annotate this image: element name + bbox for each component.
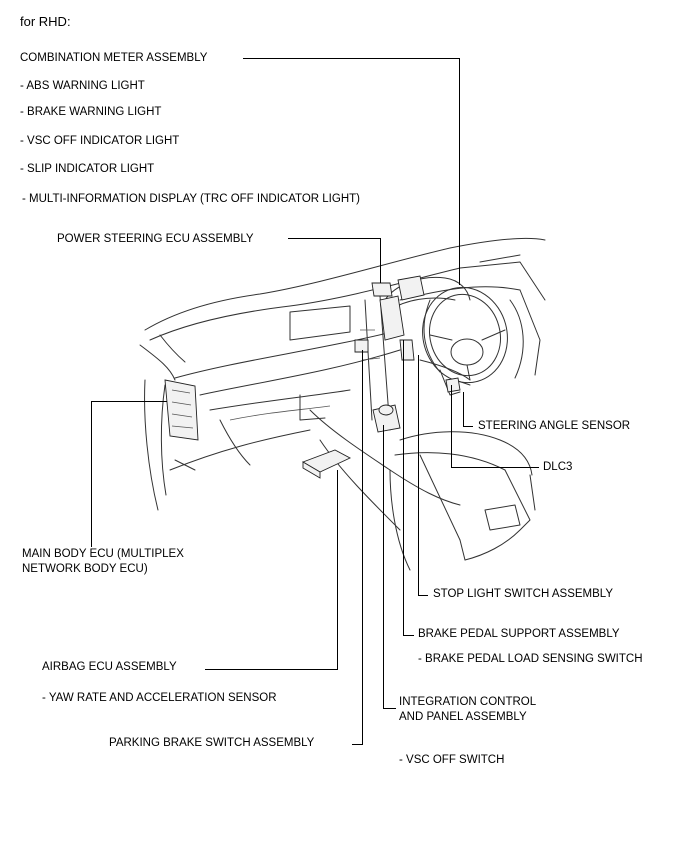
label-combination-meter: COMBINATION METER ASSEMBLY <box>20 52 208 64</box>
label-brake-warning-light: - BRAKE WARNING LIGHT <box>20 106 162 118</box>
label-integration-control-panel: INTEGRATION CONTROL AND PANEL ASSEMBLY <box>399 696 537 723</box>
label-abs-warning-light: - ABS WARNING LIGHT <box>20 80 145 92</box>
component-shapes <box>164 275 461 479</box>
label-slip-indicator: - SLIP INDICATOR LIGHT <box>20 163 155 175</box>
label-vsc-off-indicator: - VSC OFF INDICATOR LIGHT <box>20 135 180 147</box>
label-vsc-off-switch: - VSC OFF SWITCH <box>399 754 505 766</box>
dashboard-drawing <box>139 237 546 571</box>
label-parking-brake-switch: PARKING BRAKE SWITCH ASSEMBLY <box>109 737 315 749</box>
label-power-steering-ecu: POWER STEERING ECU ASSEMBLY <box>57 233 254 245</box>
label-airbag-ecu: AIRBAG ECU ASSEMBLY <box>42 661 177 673</box>
label-brake-pedal-load-sensing: - BRAKE PEDAL LOAD SENSING SWITCH <box>418 653 643 665</box>
label-main-body-ecu: MAIN BODY ECU (MULTIPLEX NETWORK BODY EC… <box>22 548 184 575</box>
label-stop-light-switch: STOP LIGHT SWITCH ASSEMBLY <box>433 588 614 600</box>
label-multi-information-display: - MULTI-INFORMATION DISPLAY (TRC OFF IND… <box>22 193 360 205</box>
label-dlc3: DLC3 <box>543 461 573 473</box>
leader-lines <box>91 58 539 745</box>
page-header: for RHD: <box>20 14 71 29</box>
label-steering-angle-sensor: STEERING ANGLE SENSOR <box>478 420 631 432</box>
label-brake-pedal-support: BRAKE PEDAL SUPPORT ASSEMBLY <box>418 628 620 640</box>
label-yaw-rate-sensor: - YAW RATE AND ACCELERATION SENSOR <box>42 692 277 704</box>
